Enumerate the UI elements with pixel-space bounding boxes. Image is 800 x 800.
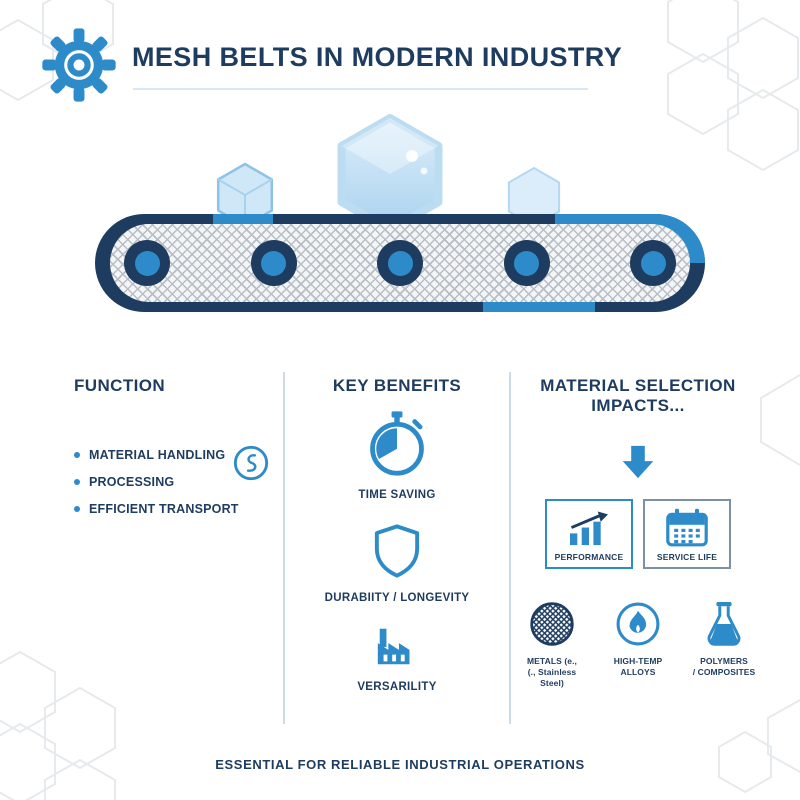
list-item: PROCESSING xyxy=(74,475,274,489)
roller-core xyxy=(640,250,666,276)
hex-cubes-illustration xyxy=(216,114,561,234)
stopwatch-icon xyxy=(370,411,424,476)
benefit-label: VERSARILITY xyxy=(357,681,437,693)
column-divider xyxy=(509,372,511,724)
belt-roller xyxy=(250,240,297,286)
large-cube-icon xyxy=(337,114,443,234)
flame-icon xyxy=(615,599,661,649)
flask-icon xyxy=(702,599,746,649)
belt-roller xyxy=(503,240,550,286)
belt-accent-bottom xyxy=(483,302,595,312)
shield-icon xyxy=(374,524,420,578)
benefit-label: DURABIITY / LONGEVITY xyxy=(324,592,470,604)
bar-chart-icon xyxy=(562,501,616,548)
function-column: FUNCTION MATERIAL HANDLING PROCESSING EF… xyxy=(74,376,274,529)
bullet-dot xyxy=(74,479,80,485)
bullet-label: PROCESSING xyxy=(89,475,175,489)
impact-label: SERVICE LIFE xyxy=(656,551,718,562)
list-item: MATERIAL HANDLING xyxy=(74,448,274,462)
calendar-icon xyxy=(665,501,709,548)
roller-core xyxy=(134,250,160,276)
belt-roller xyxy=(377,240,423,286)
bullet-dot xyxy=(74,452,80,458)
roller-core xyxy=(261,250,286,276)
material-label: POLYMERS / COMPOSITES xyxy=(692,655,756,677)
bullet-label: EFFICIENT TRANSPORT xyxy=(89,502,239,516)
materials-heading: MATERIAL SELECTION IMPACTS... xyxy=(540,376,736,416)
impact-boxes: PERFORMANCE SER xyxy=(545,498,731,569)
impact-label: PERFORMANCE xyxy=(554,551,624,562)
footer-tagline: ESSENTIAL FOR RELIABLE INDUSTRIAL OPERAT… xyxy=(215,757,585,772)
function-heading: FUNCTION xyxy=(74,376,166,395)
service-life-box: SERVICE LIFE xyxy=(643,498,731,569)
benefits-heading: KEY BENEFITS xyxy=(332,376,462,395)
gear-icon xyxy=(42,28,116,102)
list-item: EFFICIENT TRANSPORT xyxy=(74,502,274,516)
bullet-label: MATERIAL HANDLING xyxy=(89,448,226,462)
bullet-dot xyxy=(74,506,80,512)
material-types-row: METALS (e., (., Stainless Steel) HIGH-TE… xyxy=(516,599,760,689)
column-divider xyxy=(283,372,285,724)
function-bullet-list: MATERIAL HANDLING PROCESSING EFFICIENT T… xyxy=(74,448,274,516)
roller-core xyxy=(387,250,413,276)
conveyor-belt xyxy=(95,214,705,312)
material-selection-column: MATERIAL SELECTION IMPACTS... PERFORMANC… xyxy=(518,376,758,689)
belt-accent-top-left xyxy=(213,214,273,224)
down-arrow-icon xyxy=(622,445,654,478)
factory-icon xyxy=(377,628,410,665)
material-label: METALS (e., (., Stainless Steel) xyxy=(526,655,578,688)
belt-roller xyxy=(630,240,676,286)
material-item-high-temp: HIGH-TEMP ALLOYS xyxy=(602,599,674,678)
material-item-polymers: POLYMERS / COMPOSITES xyxy=(688,599,760,678)
key-benefits-column: KEY BENEFITS TIME SAVING DURABIITY / LON… xyxy=(295,376,499,693)
mesh-circle-icon xyxy=(528,599,576,649)
benefit-label: TIME SAVING xyxy=(358,489,436,501)
roller-core xyxy=(514,250,539,276)
material-item-metals: METALS (e., (., Stainless Steel) xyxy=(516,599,588,689)
material-label: HIGH-TEMP ALLOYS xyxy=(613,655,663,677)
squiggle-hook-icon xyxy=(233,445,269,481)
belt-roller xyxy=(124,240,170,286)
title-underline xyxy=(133,88,588,90)
page-title: MESH BELTS IN MODERN INDUSTRY xyxy=(132,42,623,72)
performance-box: PERFORMANCE xyxy=(545,498,633,569)
